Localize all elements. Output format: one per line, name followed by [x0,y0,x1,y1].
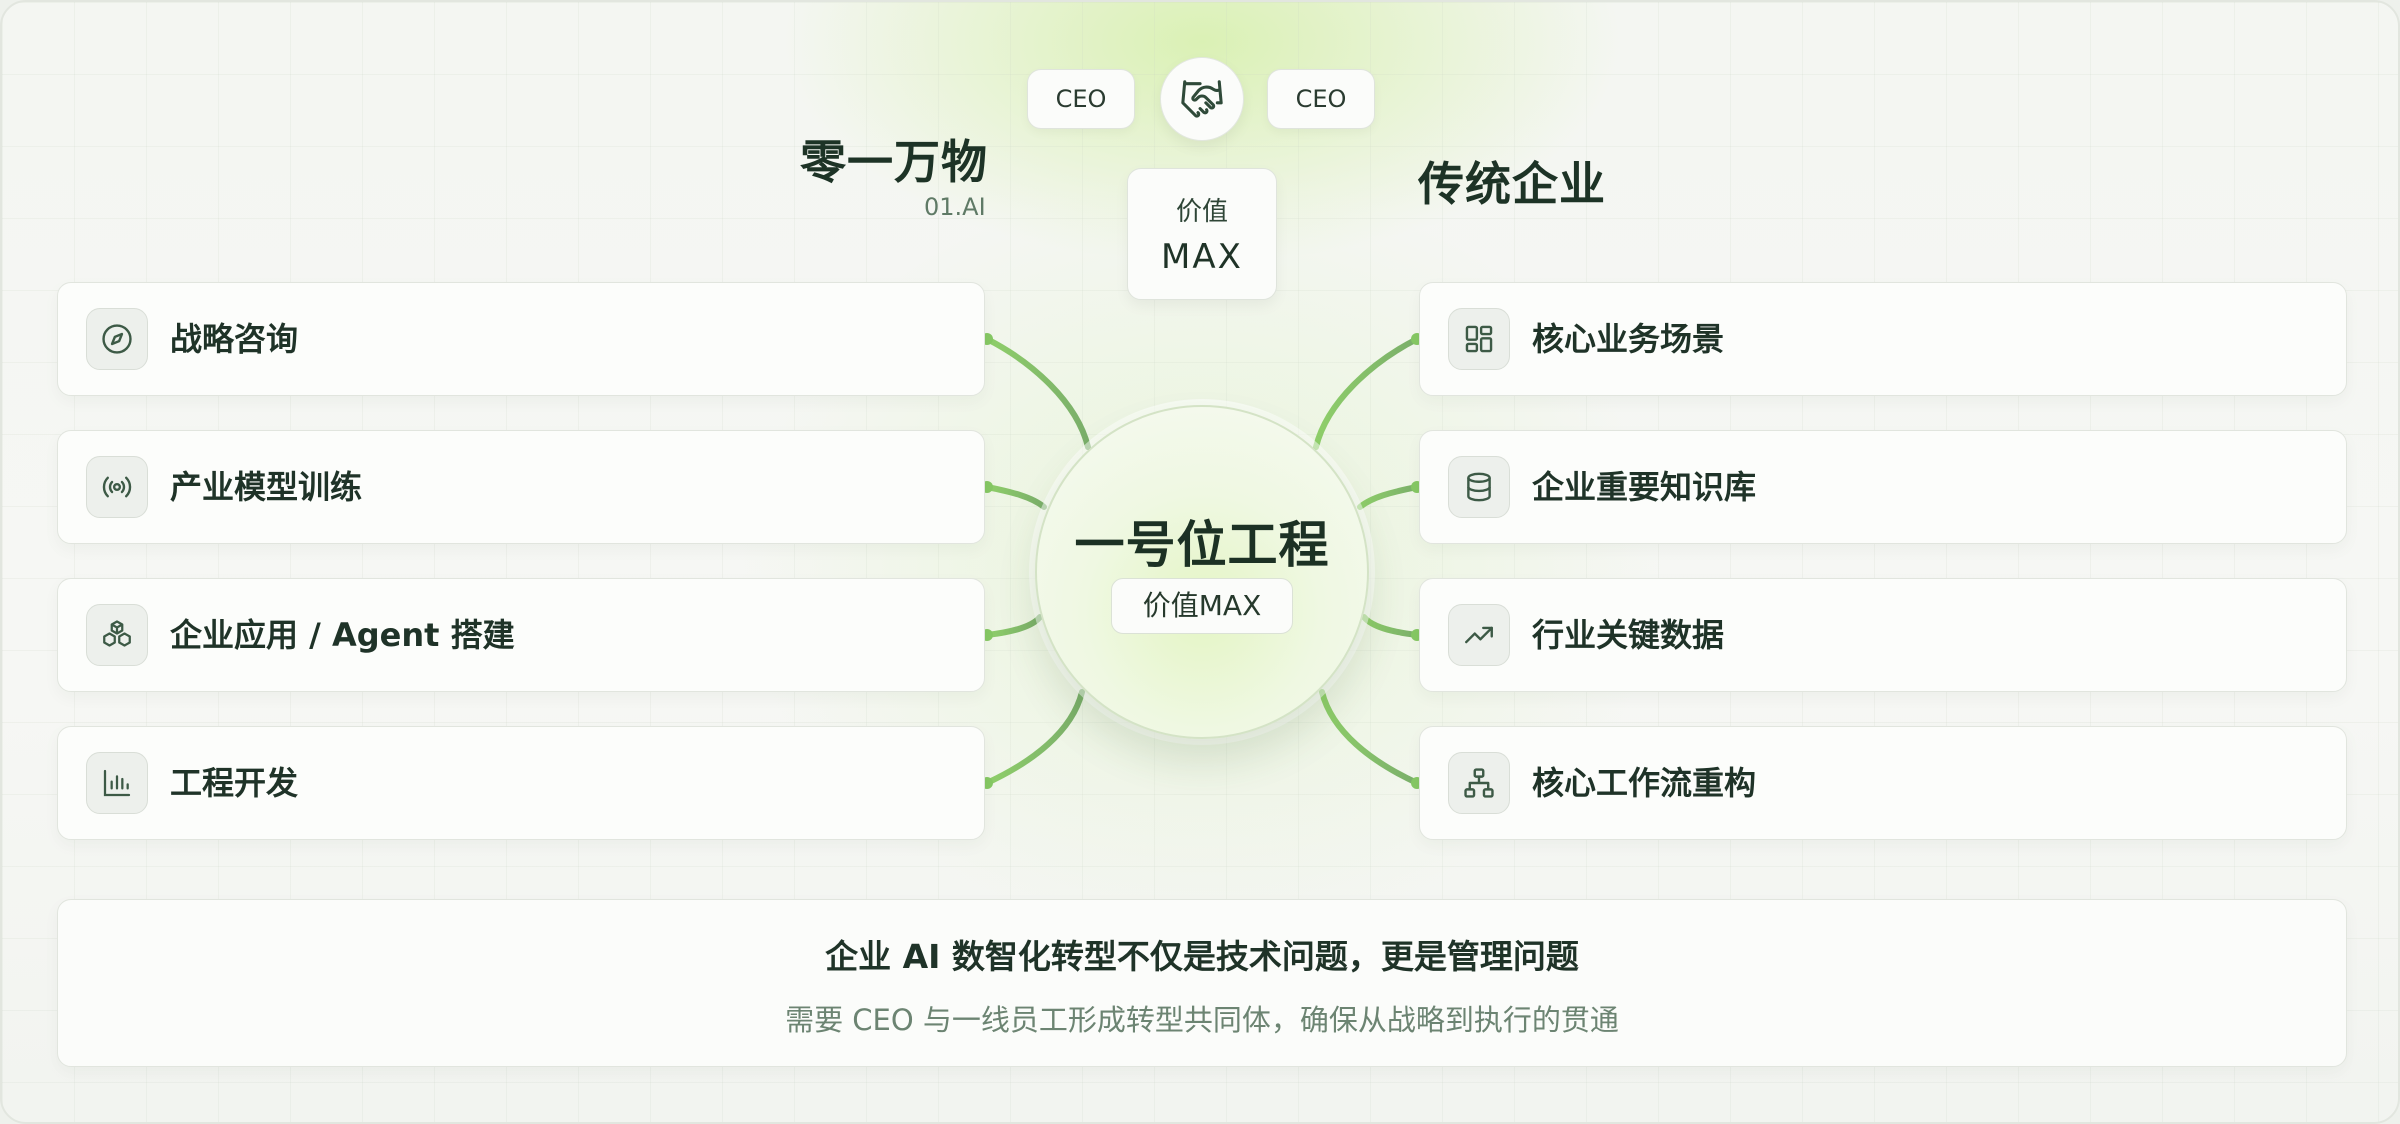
value-max-card: 价值 MAX [1127,168,1277,300]
left-item-icon-box [86,308,148,370]
right-item-label: 企业重要知识库 [1532,468,1757,506]
left-item-icon-box [86,752,148,814]
bar-chart-icon [103,769,131,797]
trending-up-icon [1465,626,1493,644]
handshake-badge [1160,57,1244,141]
right-item-icon-box [1448,308,1510,370]
left-item-label: 战略咨询 [170,320,299,358]
ceo-pill-left: CEO [1027,69,1135,129]
handshake-icon [1181,80,1223,118]
compass-icon [102,324,132,354]
right-item-key-data: 行业关键数据 [1419,578,2347,692]
right-item-knowledge-base: 企业重要知识库 [1419,430,2347,544]
ceo-pill-right: CEO [1267,69,1375,129]
right-item-icon-box [1448,752,1510,814]
left-item-enterprise-agent: 企业应用 / Agent 搭建 [57,578,985,692]
link-right-3 [1361,614,1420,638]
dashboard-grid-icon [1465,325,1493,353]
value-label: 价值 [1175,197,1228,227]
value-value: MAX [1161,237,1243,277]
link-left-4 [984,689,1085,786]
org-chart-icon [1464,768,1494,798]
right-item-icon-box [1448,604,1510,666]
link-right-4 [1319,689,1420,786]
right-item-label: 核心业务场景 [1532,320,1725,358]
left-item-label: 企业应用 / Agent 搭建 [170,616,515,654]
left-item-icon-box [86,456,148,518]
broadcast-icon [102,476,132,498]
database-icon [1467,472,1491,502]
left-item-label: 工程开发 [170,764,299,802]
left-item-icon-box [86,604,148,666]
right-item-workflow: 核心工作流重构 [1419,726,2347,840]
left-item-model-training: 产业模型训练 [57,430,985,544]
left-item-label: 产业模型训练 [170,468,363,506]
left-item-engineering: 工程开发 [57,726,985,840]
summary-subtitle: 需要 CEO 与一线员工形成转型共同体，确保从战略到执行的贯通 [785,1003,1619,1037]
link-right-2 [1357,484,1420,510]
left-side-title: 零一万物 [800,135,988,189]
central-hub: 一号位工程 价值MAX [1035,405,1369,739]
right-side-title: 传统企业 [1418,157,1606,211]
link-left-2 [984,484,1047,510]
right-item-core-scenarios: 核心业务场景 [1419,282,2347,396]
left-side-subtitle: 01.AI [924,193,986,221]
right-item-label: 行业关键数据 [1532,616,1725,654]
left-item-strategy: 战略咨询 [57,282,985,396]
right-item-label: 核心工作流重构 [1532,764,1757,802]
cubes-icon [103,620,131,647]
hub-title: 一号位工程 [1074,516,1330,574]
hub-badge: 价值MAX [1111,578,1293,634]
link-right-1 [1313,336,1420,450]
link-left-1 [984,336,1091,450]
right-item-icon-box [1448,456,1510,518]
summary-title: 企业 AI 数智化转型不仅是技术问题，更是管理问题 [825,937,1579,976]
link-left-3 [984,614,1043,638]
summary-card: 企业 AI 数智化转型不仅是技术问题，更是管理问题 需要 CEO 与一线员工形成… [57,899,2347,1067]
